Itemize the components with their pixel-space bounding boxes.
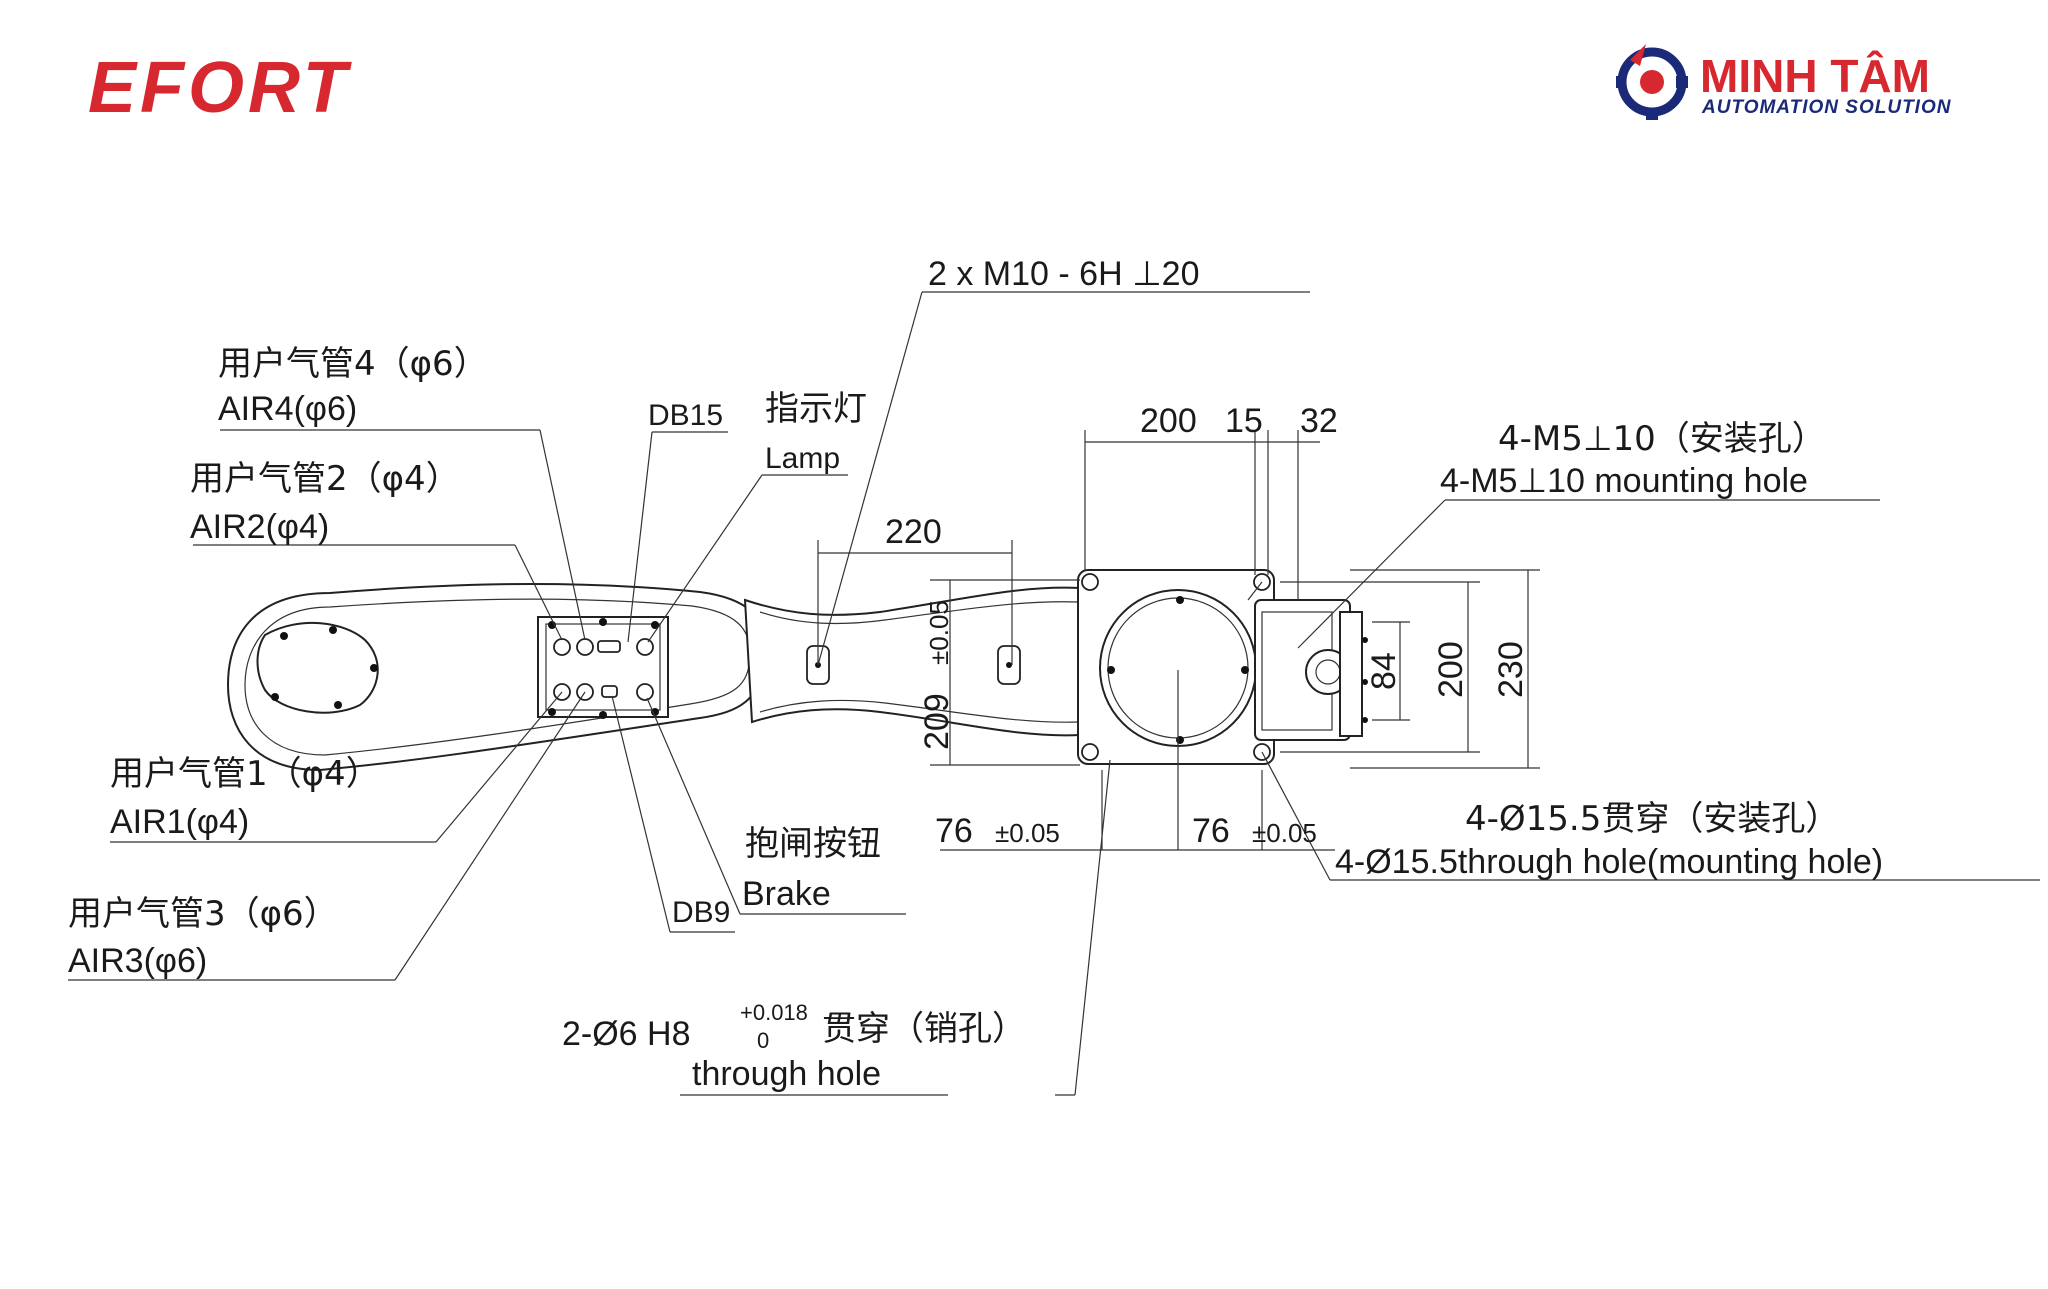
lamp-cn-label: 指示灯 [765,389,867,429]
air1-cn-label: 用户气管1（φ4） [110,754,380,794]
through-en-label: 4-Ø15.5through hole(mounting hole) [1335,843,1883,881]
dim-32: 32 [1300,402,1338,440]
efort-logo: EFORT [88,48,353,128]
air1-en-label: AIR1(φ4) [110,803,249,841]
connector-panel [537,616,669,719]
lamp-en-label: Lamp [765,442,840,475]
pin-hole-en-label: through hole [692,1055,881,1093]
air4-en-label: AIR4(φ6) [218,390,357,428]
m5-cn-label: 4-M5⊥10（安装孔） [1498,419,1826,459]
dim-200-top: 200 [1140,402,1197,440]
dim-230: 230 [1492,641,1530,698]
brake-en-label: Brake [742,875,831,913]
dim-76-right: 76 [1192,812,1230,850]
dim-209: 209 [918,693,956,750]
dim-15: 15 [1225,402,1263,440]
air3-cn-label: 用户气管3（φ6） [68,894,338,934]
robot-base [1077,569,1368,765]
dimension-lines [817,430,1540,851]
pin-hole-tol-top: +0.018 [740,1000,808,1025]
brake-cn-label: 抱闸按钮 [745,824,881,864]
dim-220: 220 [885,513,942,551]
dim-005-vertical: ±0.05 [924,600,954,665]
pin-hole-main-label: 2-Ø6 H8 [562,1015,691,1053]
annotation-labels: 2 x M10 - 6H ⊥20 用户气管4（φ6） AIR4(φ6) DB15… [68,255,1883,1096]
pin-hole-cn-label: 贯穿（销孔） [822,1009,1026,1049]
air4-cn-label: 用户气管4（φ6） [218,344,488,384]
pin-hole-tol-bot: 0 [757,1028,769,1053]
dimension-values: 200 15 32 220 ±0.05 209 76 ±0.05 76 ±0.0… [885,402,1530,850]
m10-label: 2 x M10 - 6H ⊥20 [928,255,1200,293]
leader-lines [68,291,2040,1096]
dim-84: 84 [1365,652,1403,690]
through-cn-label: 4-Ø15.5贯穿（安装孔） [1465,799,1839,839]
arm-link-2 [226,583,767,772]
air2-en-label: AIR2(φ4) [190,508,329,546]
air2-cn-label: 用户气管2（φ4） [190,459,460,499]
arm-link-1 [743,586,1081,737]
minhtam-logo-subtitle: AUTOMATION SOLUTION [1701,97,1952,118]
air3-en-label: AIR3(φ6) [68,942,207,980]
m5-en-label: 4-M5⊥10 mounting hole [1440,462,1808,500]
gear-icon [1616,44,1688,120]
dim-200-side: 200 [1432,641,1470,698]
minhtam-logo-title: MINH TÂM [1700,50,1930,102]
dim-76-right-tol: ±0.05 [1252,818,1317,848]
db15-label: DB15 [648,399,723,432]
dim-76-left-tol: ±0.05 [995,818,1060,848]
db9-label: DB9 [672,896,730,929]
dim-76-left: 76 [935,812,973,850]
